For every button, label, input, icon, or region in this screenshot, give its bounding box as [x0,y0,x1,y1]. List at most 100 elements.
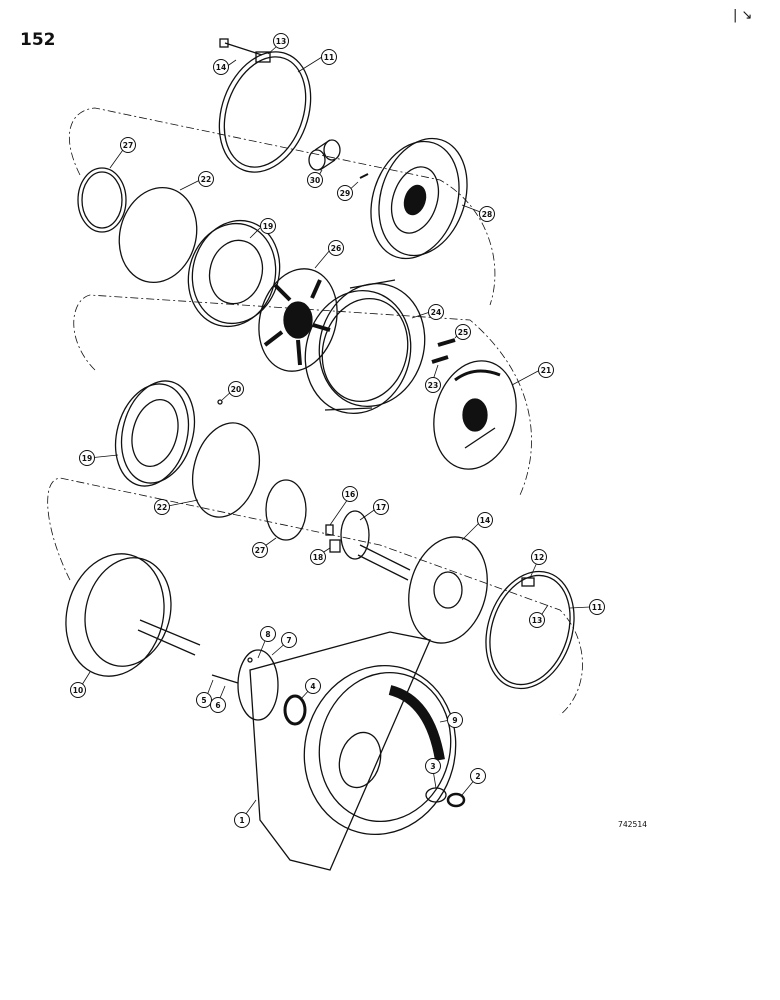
seal-22-mid [192,422,260,518]
svg-text:24: 24 [431,308,441,317]
clutch-disc [258,268,338,372]
retainer-19-mid [114,380,196,487]
callout-29: 29 [337,185,353,201]
callout-27-mid: 27 [252,542,268,558]
callout-2: 2 [470,768,486,784]
pin-8 [247,657,253,663]
clutch-drum [304,279,426,415]
callout-12-bottom: 12 [531,549,547,565]
svg-text:29: 29 [340,189,350,198]
snap-ring-bottom [485,570,575,690]
callout-10: 10 [70,682,86,698]
callout-1: 1 [234,812,250,828]
callout-18: 18 [310,549,326,565]
callout-14: 14 [477,512,493,528]
svg-text:3: 3 [430,762,435,771]
svg-text:10: 10 [73,686,83,695]
callout-19-mid: 19 [79,450,95,466]
clamp-top [255,51,271,63]
svg-text:16: 16 [345,490,355,499]
seal-ring-mid [265,479,307,541]
callout-11-bottom: 11 [589,599,605,615]
svg-text:7: 7 [286,636,291,645]
callout-22-mid: 22 [154,499,170,515]
svg-text:23: 23 [428,381,438,390]
callout-25: 25 [455,324,471,340]
svg-text:2: 2 [475,772,480,781]
svg-text:19: 19 [82,454,92,463]
corner-mark: | ↘ [733,8,753,23]
callout-28: 28 [479,206,495,222]
snap-ring-top [218,51,312,173]
svg-text:14: 14 [480,516,490,525]
page-number: 152 [20,30,56,50]
assembly-guide-lines [47,107,583,716]
svg-text:11: 11 [324,53,334,62]
svg-text:17: 17 [376,503,386,512]
clamp-bottom [521,577,535,587]
bushing-18 [329,539,341,553]
svg-text:27: 27 [255,546,265,555]
svg-text:25: 25 [458,328,468,337]
svg-text:6: 6 [215,701,220,710]
nut-2 [446,792,466,808]
callout-27-top: 27 [120,137,136,153]
callout-17: 17 [373,499,389,515]
callout-19-upper: 19 [260,218,276,234]
pin-29 [359,173,369,179]
svg-text:26: 26 [331,244,341,253]
callout-21: 21 [538,362,554,378]
seal-ring-top [77,167,127,233]
turbine-disc [408,536,488,644]
clutch-hub [433,360,517,470]
callout-7: 7 [281,632,297,648]
bearing-4 [283,694,307,726]
svg-text:19: 19 [263,222,273,231]
piston [370,137,468,260]
callout-16: 16 [342,486,358,502]
callout-9: 9 [447,712,463,728]
callout-20: 20 [228,381,244,397]
callout-6: 6 [210,697,226,713]
callout-12-top: 13 [273,33,289,49]
svg-text:4: 4 [310,682,315,691]
callout-22-top: 22 [198,171,214,187]
drawing-code: 742514 [618,820,647,829]
seal-22-top [118,186,198,284]
svg-text:22: 22 [157,503,167,512]
callout-13-bottom: 13 [529,612,545,628]
svg-text:13: 13 [276,37,286,46]
svg-text:11: 11 [592,603,602,612]
svg-text:13: 13 [532,616,542,625]
converter-housing [303,664,457,836]
svg-text:22: 22 [201,175,211,184]
callout-24: 24 [428,304,444,320]
callout-13-top: 14 [213,59,229,75]
svg-text:14: 14 [216,63,226,72]
retaining-plate-7 [237,649,279,721]
pin-25 [437,338,456,347]
bushing [308,139,341,171]
bolt-16 [325,524,334,536]
svg-text:5: 5 [201,696,206,705]
svg-text:28: 28 [482,210,492,219]
svg-text:20: 20 [231,385,241,394]
svg-text:27: 27 [123,141,133,150]
bolt-5-6 [211,674,239,684]
callout-group: 14 13 11 27 22 19 26 29 30 28 24 25 23 2… [70,33,605,828]
callout-8: 8 [260,626,276,642]
svg-text:21: 21 [541,366,551,375]
svg-text:8: 8 [265,630,270,639]
callout-5: 5 [196,692,212,708]
callout-11-top: 11 [321,49,337,65]
callout-26: 26 [328,240,344,256]
callout-23: 23 [425,377,441,393]
svg-text:1: 1 [239,816,244,825]
impeller [65,553,201,677]
housing-flange-1 [249,631,431,871]
pin-23 [431,355,449,364]
callout-4: 4 [305,678,321,694]
svg-text:9: 9 [452,716,457,725]
